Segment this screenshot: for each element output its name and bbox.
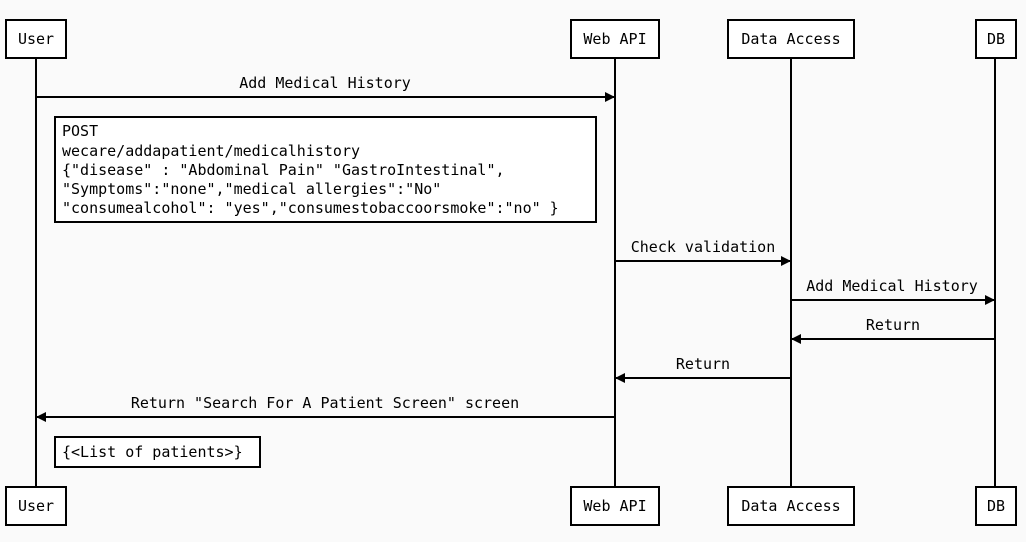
participant-user-bottom: User xyxy=(5,486,67,526)
participant-label: User xyxy=(18,30,54,48)
participant-label: DB xyxy=(987,30,1005,48)
participant-db-bottom: DB xyxy=(975,486,1017,526)
message-check-validation: Check validation xyxy=(615,238,791,266)
participant-label: DB xyxy=(987,497,1005,515)
note-request-payload: POST wecare/addapatient/medicalhistory {… xyxy=(54,116,597,223)
message-add-medical-history-user-webapi: Add Medical History xyxy=(36,74,615,102)
message-return-search-screen: Return "Search For A Patient Screen" scr… xyxy=(36,394,615,422)
message-label: Check validation xyxy=(631,238,776,256)
participant-dataaccess-bottom: Data Access xyxy=(727,486,855,526)
note-list-of-patients: {<List of patients>} xyxy=(54,436,261,468)
participant-user-top: User xyxy=(5,19,67,59)
participant-webapi-top: Web API xyxy=(570,19,660,59)
participant-label: Data Access xyxy=(741,497,840,515)
message-label: Return xyxy=(866,316,920,334)
message-return-db-dataaccess: Return xyxy=(791,316,995,344)
note-line: {<List of patients>} xyxy=(62,443,243,461)
participant-label: Web API xyxy=(583,30,646,48)
note-line: "consumealcohol": "yes","consumestobacco… xyxy=(62,199,559,217)
note-line: POST xyxy=(62,122,98,140)
participant-db-top: DB xyxy=(975,19,1017,59)
message-label: Return "Search For A Patient Screen" scr… xyxy=(131,394,519,412)
participant-label: Web API xyxy=(583,497,646,515)
participant-dataaccess-top: Data Access xyxy=(727,19,855,59)
note-line: {"disease" : "Abdominal Pain" "GastroInt… xyxy=(62,161,505,179)
message-label: Return xyxy=(676,355,730,373)
participant-label: Data Access xyxy=(741,30,840,48)
message-label: Add Medical History xyxy=(239,74,411,92)
note-line: "Symptoms":"none","medical allergies":"N… xyxy=(62,180,441,198)
participant-label: User xyxy=(18,497,54,515)
message-add-medical-history-dataaccess-db: Add Medical History xyxy=(791,277,995,305)
message-return-dataaccess-webapi: Return xyxy=(615,355,791,383)
note-line: wecare/addapatient/medicalhistory xyxy=(62,142,360,160)
message-label: Add Medical History xyxy=(806,277,978,295)
participant-webapi-bottom: Web API xyxy=(570,486,660,526)
